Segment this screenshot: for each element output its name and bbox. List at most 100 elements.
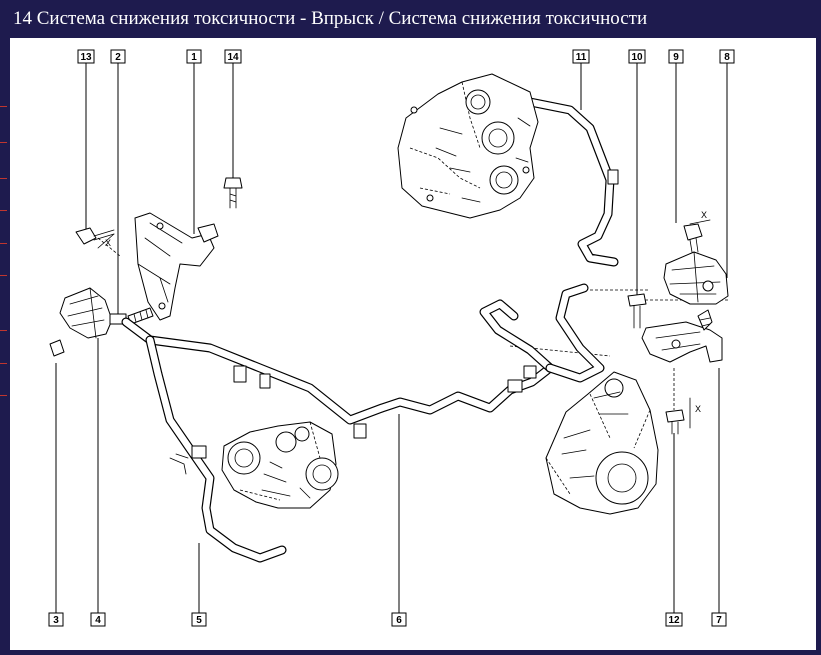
throttle-bore	[227, 441, 261, 475]
bolt-12-shank	[671, 421, 679, 435]
callout-3[interactable]: 3	[48, 612, 64, 627]
callout-label: 11	[576, 52, 587, 63]
callout-box	[90, 612, 106, 627]
diagram-canvas: X X X 13 2 1	[10, 38, 816, 650]
bolt-3	[49, 339, 65, 357]
throttle-port	[275, 431, 297, 453]
callout-12[interactable]: 12	[665, 612, 683, 627]
hose-clip	[259, 373, 271, 389]
egr-valve-right	[627, 223, 729, 329]
ruler-tick	[0, 178, 7, 179]
callout-box	[77, 49, 95, 64]
bolt-14	[223, 177, 243, 189]
ruler-tick	[0, 275, 7, 276]
torque-marks: X X X	[97, 210, 711, 429]
callout-box	[572, 49, 590, 64]
callout-9[interactable]: 9	[668, 49, 684, 64]
bolt-14-shank	[229, 187, 237, 209]
bracket-7-hole	[671, 339, 681, 349]
bolt-13	[75, 227, 97, 245]
bracket-7-detail	[655, 331, 701, 351]
manifold-hidden-edge	[409, 81, 481, 195]
callout-box	[110, 49, 126, 64]
intake-manifold-upper	[397, 73, 539, 219]
hose-clip	[507, 379, 523, 393]
callout-label: 5	[196, 615, 202, 626]
hose-clip	[233, 365, 247, 383]
manifold-ribs	[435, 117, 531, 203]
torque-arrow	[97, 233, 115, 249]
callout-box	[719, 49, 735, 64]
callout-box	[665, 612, 683, 627]
hose-11-inner	[526, 98, 618, 266]
ruler-tick	[0, 210, 7, 211]
callout-10[interactable]: 10	[628, 49, 646, 64]
egr-cap-9	[683, 223, 703, 241]
throttle-bore-inner	[312, 464, 332, 484]
ruler-tick	[0, 363, 7, 364]
left-ruler	[0, 38, 10, 655]
torque-mark-x1: X	[105, 238, 111, 248]
callout-6[interactable]: 6	[391, 612, 407, 627]
callout-label: 3	[53, 615, 59, 626]
ruler-tick	[0, 106, 7, 107]
callout-box	[48, 612, 64, 627]
callout-label: 14	[227, 52, 239, 63]
bracket-detail	[137, 222, 183, 303]
bracket-hole	[156, 222, 164, 230]
manifold-port	[465, 89, 491, 115]
ruler-tick	[0, 142, 7, 143]
callout-1[interactable]: 1	[186, 49, 202, 64]
callout-label: 12	[668, 615, 680, 626]
callout-label: 13	[80, 52, 92, 63]
callout-2[interactable]: 2	[110, 49, 126, 64]
bolt-12	[665, 409, 685, 423]
manifold-bolt	[410, 106, 418, 114]
callout-14[interactable]: 14	[224, 49, 242, 64]
manifold-port-inner	[495, 171, 513, 189]
callout-box	[668, 49, 684, 64]
throttle-body-lower	[221, 421, 339, 509]
solenoid-detail	[67, 287, 105, 339]
engine-block-lower-right	[545, 371, 659, 515]
hose-right-loop-inner	[546, 284, 604, 382]
throttle-port	[294, 426, 310, 442]
callout-11[interactable]: 11	[572, 49, 590, 64]
callout-box	[391, 612, 407, 627]
hose-5-inner	[146, 336, 286, 562]
diagram-svg: X X X 13 2 1	[48, 49, 735, 627]
callout-label: 8	[724, 52, 730, 63]
leader-lines	[55, 63, 730, 613]
callout-5[interactable]: 5	[191, 612, 207, 627]
bolt-10-shank	[633, 305, 641, 329]
callout-label: 7	[716, 615, 722, 626]
engine-port	[604, 378, 624, 398]
torque-mark-x2: X	[701, 210, 707, 220]
torque-arrow	[689, 219, 711, 225]
throttle-hidden-edge	[239, 421, 321, 501]
hose-clip	[353, 423, 367, 439]
engine-pulley	[595, 451, 649, 505]
callout-8[interactable]: 8	[719, 49, 735, 64]
window-title: 14 Система снижения токсичности - Впрыск…	[0, 0, 821, 38]
callout-box	[628, 49, 646, 64]
bracket-tab	[197, 223, 219, 243]
manifold-port	[481, 121, 515, 155]
egr-cap-detail	[689, 237, 699, 253]
callout-13[interactable]: 13	[77, 49, 95, 64]
throttle-bore	[305, 457, 339, 491]
callout-label: 1	[191, 52, 197, 63]
hose-clip	[523, 365, 537, 379]
bracket-7	[641, 321, 723, 363]
engine-ribs	[561, 391, 629, 479]
bolt-13-shank	[93, 229, 115, 241]
hose-main-inner	[122, 318, 554, 424]
callout-4[interactable]: 4	[90, 612, 106, 627]
callout-7[interactable]: 7	[711, 612, 727, 627]
callout-label: 10	[631, 52, 643, 63]
egr-valve-port	[702, 280, 714, 292]
manifold-bolt	[426, 194, 434, 202]
bolt-10	[627, 293, 647, 307]
manifold-bolt	[522, 166, 530, 174]
